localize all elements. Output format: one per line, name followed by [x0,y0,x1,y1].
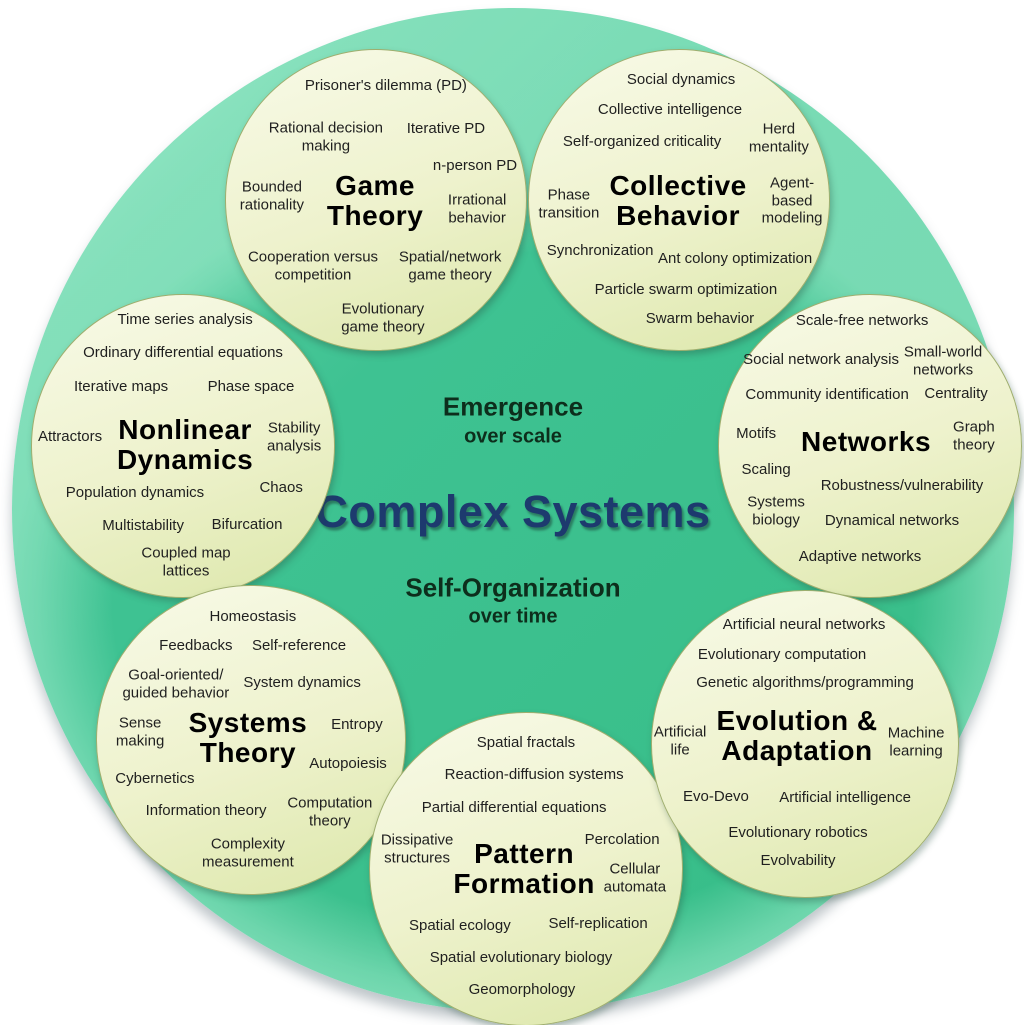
systems-theory-item: Feedbacks [159,637,233,655]
evolution-adaptation-title: Evolution & Adaptation [716,704,878,767]
pattern-formation-item: Cellular automata [603,860,667,896]
collective-behavior-item: Collective intelligence [597,101,743,119]
evolution-adaptation-item: Evolutionary computation [697,646,867,664]
collective-behavior-title: Collective Behavior [609,169,747,231]
main-green-circle: Emergence over scale Complex Systems Sel… [12,8,1022,1025]
networks-item: Dynamical networks [824,512,960,530]
nonlinear-dynamics-circle: Nonlinear Dynamics Time series analysis … [31,294,335,598]
collective-behavior-circle: Collective Behavior Social dynamics Coll… [528,49,830,351]
collective-behavior-item: Social dynamics [626,71,736,89]
collective-behavior-item: Particle swarm optimization [594,281,778,299]
pattern-formation-item: Partial differential equations [421,799,607,816]
complex-systems-title: Complex Systems [315,486,711,537]
nonlinear-dynamics-item: Population dynamics [65,484,205,502]
nonlinear-dynamics-item: Attractors [37,428,103,446]
nonlinear-dynamics-item: Time series analysis [117,311,253,329]
game-theory-item: Irrational behavior [447,191,507,226]
evolution-adaptation-item: Artificial neural networks [722,616,886,634]
self-organization-sublabel: over time [468,605,558,628]
nonlinear-dynamics-item: Multistability [102,517,184,535]
evolution-adaptation-item: Evolvability [760,852,836,870]
systems-theory-item: Autopoiesis [309,755,387,773]
collective-behavior-item: Agent- based modeling [761,174,823,227]
game-theory-item: Cooperation versus competition [247,248,379,283]
emergence-sublabel: over scale [464,425,562,448]
emergence-label: Emergence [442,391,584,422]
collective-behavior-item: Self-organized criticality [562,133,722,151]
pattern-formation-item: Dissipative structures [380,831,454,867]
nonlinear-dynamics-item: Ordinary differential equations [83,344,283,362]
evolution-adaptation-item: Artificial life [653,723,707,758]
pattern-formation-item: Spatial fractals [476,734,576,752]
nonlinear-dynamics-item: Stability analysis [267,419,322,454]
pattern-formation-item: Spatial evolutionary biology [429,949,613,967]
game-theory-item: Bounded rationality [239,178,304,214]
pattern-formation-item: Spatial ecology [408,917,511,935]
systems-theory-item: Computation theory [287,794,373,830]
nonlinear-dynamics-item: Chaos [259,479,303,497]
evolution-adaptation-circle: Evolution & Adaptation Artificial neural… [651,590,959,898]
pattern-formation-item: Self-replication [548,915,648,933]
collective-behavior-item: Swarm behavior [645,310,755,328]
self-organization-label: Self-Organization [405,572,621,603]
game-theory-item: n-person PD [432,157,518,175]
nonlinear-dynamics-item: Coupled map lattices [141,544,231,579]
networks-item: Motifs [736,425,777,443]
evolution-adaptation-item: Evo-Devo [683,788,749,806]
networks-item: Social network analysis [743,351,900,369]
nonlinear-dynamics-item: Phase space [207,378,295,396]
game-theory-item: Iterative PD [406,120,486,138]
systems-theory-item: Entropy [331,716,383,734]
nonlinear-dynamics-item: Iterative maps [73,378,169,396]
nonlinear-dynamics-item: Bifurcation [211,516,283,534]
networks-item: Adaptive networks [798,548,922,566]
networks-item: Centrality [924,385,988,403]
evolution-adaptation-item: Genetic algorithms/programming [696,674,914,692]
networks-item: Community identification [745,386,909,404]
systems-theory-item: Cybernetics [115,770,195,788]
systems-theory-item: Goal-oriented/ guided behavior [122,666,230,701]
game-theory-item: Spatial/network game theory [398,248,502,283]
networks-item: Scaling [741,461,791,478]
game-theory-circle: Game Theory Prisoner's dilemma (PD) Rati… [225,49,527,351]
pattern-formation-circle: Pattern Formation Spatial fractals React… [369,712,683,1025]
evolution-adaptation-item: Artificial intelligence [779,789,911,806]
nonlinear-dynamics-title: Nonlinear Dynamics [116,413,254,476]
networks-item: Systems biology [747,493,805,528]
collective-behavior-item: Ant colony optimization [657,250,813,268]
pattern-formation-title: Pattern Formation [453,837,595,899]
networks-circle: Networks Scale-free networks Social netw… [718,294,1022,598]
pattern-formation-item: Percolation [584,831,660,849]
networks-item: Robustness/vulnerability [820,477,984,495]
game-theory-item: Prisoner's dilemma (PD) [304,77,467,95]
collective-behavior-item: Phase transition [538,186,600,221]
networks-item: Scale-free networks [795,312,929,330]
systems-theory-item: Sense making [115,714,165,749]
systems-theory-item: Homeostasis [209,608,297,626]
systems-theory-circle: Systems Theory Homeostasis Feedbacks Sel… [96,585,406,895]
evolution-adaptation-item: Machine learning [887,724,945,759]
pattern-formation-item: Geomorphology [468,981,576,999]
pattern-formation-item: Reaction-diffusion systems [444,766,624,784]
networks-item: Small-world networks [903,343,983,379]
systems-theory-item: Self-reference [251,637,347,655]
systems-theory-item: Complexity measurement [202,835,294,871]
systems-theory-item: System dynamics [243,674,361,692]
networks-item: Graph theory [953,418,995,454]
game-theory-title: Game Theory [326,169,424,231]
collective-behavior-item: Synchronization [546,242,654,260]
game-theory-item: Evolutionary game theory [341,300,425,335]
systems-theory-title: Systems Theory [188,706,308,769]
collective-behavior-item: Herd mentality [748,120,809,155]
game-theory-item: Rational decision making [268,119,384,154]
evolution-adaptation-item: Evolutionary robotics [728,824,868,842]
systems-theory-item: Information theory [145,802,267,820]
networks-title: Networks [801,425,932,457]
